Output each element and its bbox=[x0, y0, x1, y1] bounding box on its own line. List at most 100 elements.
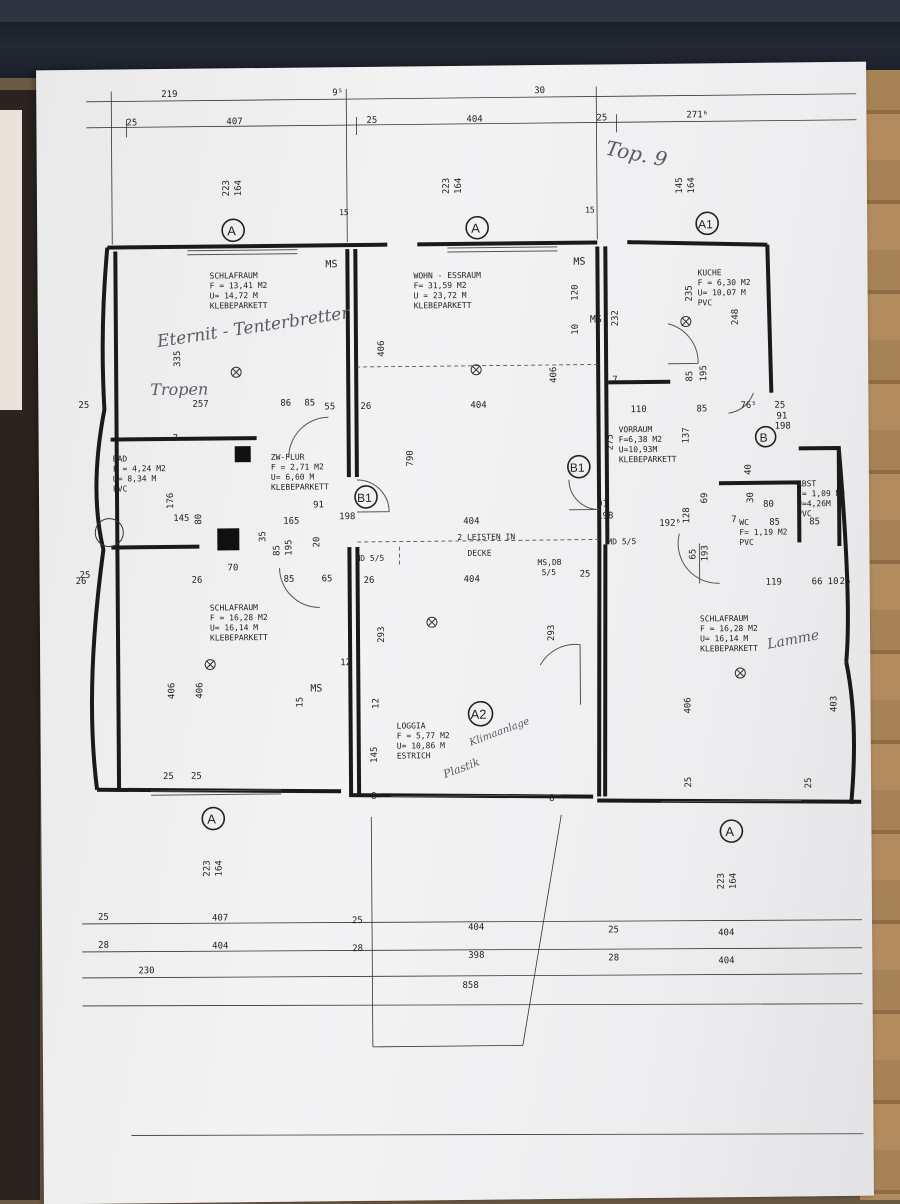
dim-404-mid: 404 bbox=[470, 401, 486, 411]
dim-bottom-404a: 404 bbox=[468, 923, 484, 933]
dim-15b: 15 bbox=[585, 206, 595, 215]
label-2-leisten: 2 LEISTEN IN bbox=[457, 532, 515, 542]
dim-248: 248 bbox=[731, 309, 741, 325]
axis-b1-left: B1 bbox=[357, 491, 372, 505]
axis-b: B bbox=[760, 431, 768, 445]
dim-406-a: 406 bbox=[377, 340, 387, 356]
light-fixtures bbox=[203, 316, 746, 684]
room-area-kueche: F = 6,30 M2 bbox=[698, 278, 751, 288]
dim-v-223b: 223 bbox=[442, 178, 452, 194]
dim-12-ms: 12 bbox=[340, 658, 351, 668]
dim-91-r: 91 bbox=[776, 412, 787, 422]
axis-a-top-mid: A bbox=[471, 221, 480, 236]
room-area-schlafraum-sw: F = 16,28 M2 bbox=[210, 613, 268, 623]
dim-v-164c: 164 bbox=[687, 177, 697, 193]
dim-bottom-28a: 28 bbox=[98, 941, 109, 951]
dim-26-b: 26 bbox=[364, 576, 375, 586]
room-area-bad: F = 4,24 M2 bbox=[113, 464, 166, 474]
dim-165: 165 bbox=[283, 517, 299, 527]
room-perimeter-zwflur: U= 6,60 M bbox=[271, 472, 315, 481]
dim-25-ml: 25 bbox=[80, 571, 91, 581]
room-floor-schlafraum-sw: KLEBEPARKETT bbox=[210, 633, 268, 643]
dim-40-wc: 40 bbox=[744, 464, 754, 475]
dim-bottom-858: 858 bbox=[462, 981, 478, 991]
room-floor-wohn: KLEBEPARKETT bbox=[414, 301, 472, 311]
dim-404-lower: 404 bbox=[463, 517, 479, 527]
dim-145-l: 145 bbox=[370, 747, 380, 763]
dim-35: 35 bbox=[258, 531, 268, 542]
dim-10-wc: 10 bbox=[828, 577, 839, 587]
room-area-zwflur: F = 2,71 M2 bbox=[271, 462, 324, 472]
dim-198-b1: 198 bbox=[597, 511, 613, 521]
dim-406-b: 406 bbox=[549, 367, 559, 383]
room-perimeter-bad: U= 8,34 M bbox=[113, 474, 157, 483]
dim-232: 232 bbox=[611, 310, 621, 326]
axis-a-top-left: A bbox=[227, 223, 236, 238]
dim-790: 790 bbox=[406, 450, 416, 466]
dim-7-b: 7 bbox=[612, 375, 617, 385]
dim-765: 76⁵ bbox=[740, 401, 756, 411]
dim-top-25c: 25 bbox=[596, 113, 607, 123]
dim-406-se: 406 bbox=[683, 697, 693, 713]
dim-25-left: 25 bbox=[78, 401, 89, 411]
dim-1926: 192⁶ bbox=[659, 519, 681, 529]
dim-85-wc-b: 85 bbox=[809, 517, 820, 527]
room-perimeter-kueche: U= 10,07 M bbox=[698, 288, 746, 298]
dim-80: 80 bbox=[194, 514, 204, 525]
room-floor-bad: PVC bbox=[113, 484, 128, 493]
dim-26: 26 bbox=[360, 402, 371, 412]
handwriting-plastik: Plastik bbox=[441, 755, 482, 781]
dim-8-l: 8 bbox=[371, 792, 376, 802]
dim-25-bl-a: 25 bbox=[163, 772, 174, 782]
label-md-left: MD 5/5 bbox=[355, 554, 384, 563]
dim-403: 403 bbox=[829, 696, 839, 712]
dim-86: 86 bbox=[280, 399, 291, 409]
room-name-schlafraum-se: SCHLAFRAUM bbox=[700, 614, 748, 624]
dim-20: 20 bbox=[312, 537, 322, 548]
handwriting-eternit: Eternit - Tenterbretter bbox=[155, 303, 352, 352]
dim-bottom-223b: 223 bbox=[717, 873, 727, 889]
handwriting-tropen: Tropen bbox=[150, 380, 208, 400]
dim-top-25a: 25 bbox=[126, 118, 137, 128]
dim-bottom-398: 398 bbox=[468, 951, 484, 961]
label-ms-4: MS bbox=[310, 683, 322, 694]
room-name-vorraum: VORRAUM bbox=[619, 425, 653, 434]
room-floor-schlafraum-nw: KLEBEPARKETT bbox=[210, 301, 268, 311]
dim-25-se-a: 25 bbox=[684, 777, 694, 788]
dim-198-r: 198 bbox=[775, 421, 791, 431]
shaft-block-2 bbox=[235, 446, 251, 462]
dim-25-se-b: 25 bbox=[804, 777, 814, 788]
room-name-loggia: LOGGIA bbox=[397, 721, 426, 730]
dim-257: 257 bbox=[192, 400, 208, 410]
room-area-wohn: F= 31,59 M2 bbox=[414, 281, 467, 291]
dim-30-wc: 30 bbox=[746, 492, 756, 503]
dim-bottom-25a: 25 bbox=[98, 913, 109, 923]
dim-bottom-28c: 28 bbox=[608, 953, 619, 963]
dim-85: 85 bbox=[304, 398, 315, 408]
dim-119: 119 bbox=[766, 578, 782, 588]
binder-strap bbox=[0, 0, 900, 22]
dim-85-f: 85 bbox=[272, 545, 282, 556]
dim-406-sw-a: 406 bbox=[167, 683, 177, 699]
axis-b1-right: B1 bbox=[570, 461, 585, 475]
dim-65-sw: 65 bbox=[322, 574, 333, 584]
room-perimeter-vorraum: U=10,93M bbox=[619, 445, 658, 454]
floor-plan-drawing: 219 9⁵ 30 25 407 25 404 25 271⁶ 223 164 … bbox=[36, 62, 874, 1204]
dim-198-b1l: 198 bbox=[339, 512, 355, 522]
dim-120: 120 bbox=[571, 284, 581, 300]
room-name-abst: ABST bbox=[797, 479, 817, 488]
dim-193: 193 bbox=[700, 545, 710, 561]
dim-69: 69 bbox=[700, 492, 710, 503]
room-floor-zwflur: KLEBEPARKETT bbox=[271, 482, 329, 492]
dim-7-a: 7 bbox=[173, 434, 178, 444]
label-md-right: MD 5/5 bbox=[607, 537, 636, 546]
dim-55: 55 bbox=[324, 402, 335, 412]
room-floor-vorraum: KLEBEPARKETT bbox=[619, 455, 677, 465]
shaft-block bbox=[217, 528, 239, 550]
handwriting-lamme: Lamme bbox=[765, 627, 820, 653]
room-area-schlafraum-se: F = 16,28 M2 bbox=[700, 624, 758, 634]
dim-v-145: 145 bbox=[675, 177, 685, 193]
dim-26-sw: 26 bbox=[192, 576, 203, 586]
dim-top-407: 407 bbox=[226, 117, 242, 127]
dim-top-2716: 271⁶ bbox=[686, 110, 708, 120]
